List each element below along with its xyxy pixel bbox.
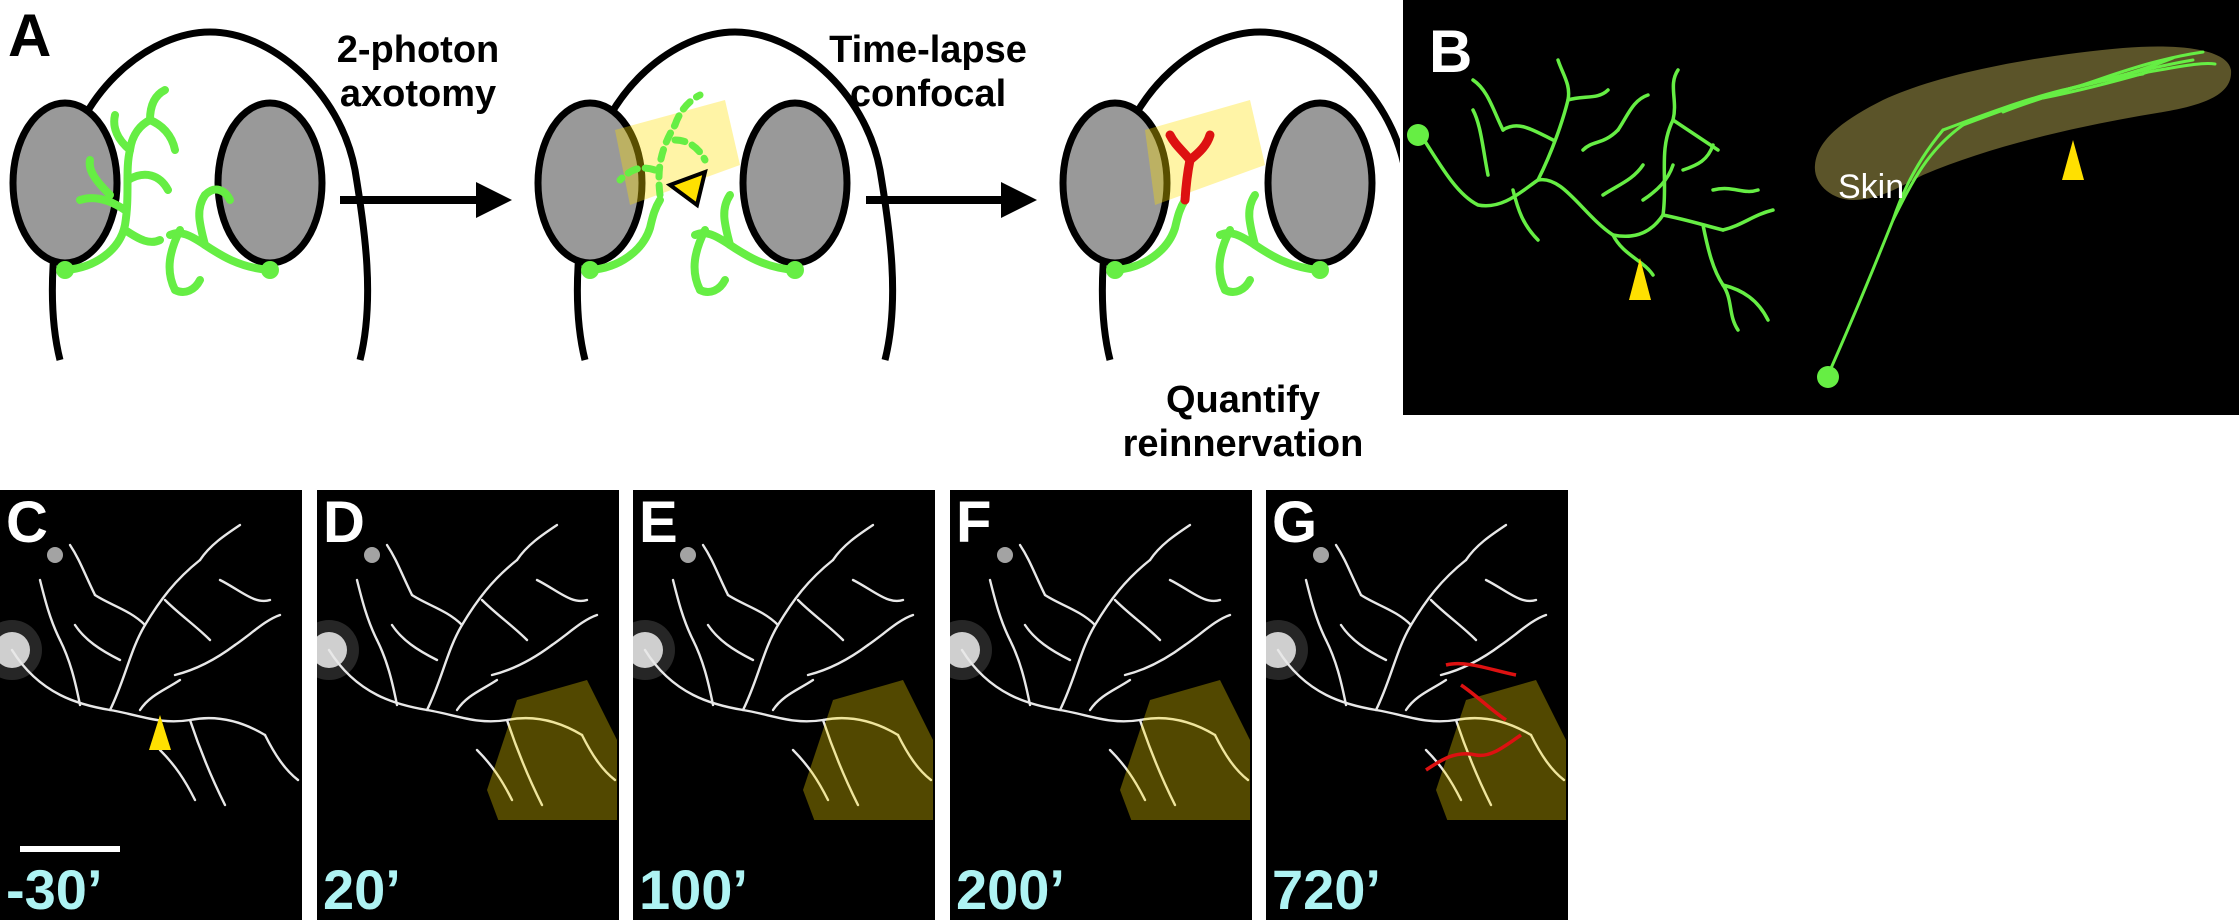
- panel-letter: E: [639, 490, 678, 555]
- timepoint-label: 100’: [639, 858, 748, 920]
- panel-letter: D: [323, 490, 365, 555]
- timepoint-label: -30’: [6, 858, 103, 920]
- coronal-label: Coronal: [1951, 356, 2095, 398]
- panel-b: B Dorsal Coronal Skin: [1403, 0, 2239, 415]
- arrow-1: [340, 182, 512, 218]
- coronal-neuron-tracing: [1826, 50, 2217, 377]
- ablation-arrowhead: [149, 715, 171, 750]
- ablation-region: [803, 680, 933, 820]
- step-label-confocal: Time-lapse confocal: [829, 29, 1027, 115]
- step-label-quantify: Quantify reinnervation: [1122, 379, 1364, 465]
- panel-b-tracings: [1407, 46, 2232, 388]
- panel-a-letter: A: [8, 2, 52, 69]
- panel-letter: F: [956, 490, 992, 555]
- head-schematic-1: [13, 32, 368, 360]
- dorsal-neuron-tracing: [1419, 58, 1775, 332]
- panel-a-schematic: [0, 0, 1400, 470]
- micrograph-panel-g: G 720’: [1266, 490, 1568, 920]
- neuron-micrograph: [0, 523, 300, 807]
- timepoint-label: 200’: [956, 858, 1065, 920]
- head-schematic-2: [538, 32, 893, 360]
- timepoint-label: 20’: [323, 858, 401, 920]
- scale-bar: [20, 846, 120, 852]
- panel-letter: C: [6, 490, 48, 555]
- timepoint-label: 720’: [1272, 858, 1381, 920]
- ablation-region: [1120, 680, 1250, 820]
- dorsal-label: Dorsal: [1573, 356, 1693, 398]
- micrograph-panel-d: D 20’: [317, 490, 619, 920]
- micrograph-panel-f: F 200’: [950, 490, 1252, 920]
- neuron-micrograph: [633, 523, 933, 820]
- neuron-micrograph: [1266, 523, 1566, 820]
- micrograph-panel-c: C -30’: [0, 490, 302, 920]
- step-label-axotomy: 2-photon axotomy: [336, 29, 500, 115]
- panel-letter: G: [1272, 490, 1318, 555]
- neuron-micrograph: [950, 523, 1250, 820]
- panel-b-letter: B: [1429, 18, 1473, 85]
- skin-label: Skin: [1838, 168, 1905, 206]
- neuron-micrograph: [317, 523, 617, 820]
- micrograph-panel-e: E 100’: [633, 490, 935, 920]
- dorsal-ablation-arrowhead: [1629, 258, 1651, 300]
- regrowth-tracing: [1425, 661, 1522, 772]
- ablation-region: [487, 680, 617, 820]
- coronal-ablation-arrowhead: [2062, 140, 2084, 180]
- arrow-2: [866, 182, 1037, 218]
- head-schematic-3: [1063, 32, 1400, 360]
